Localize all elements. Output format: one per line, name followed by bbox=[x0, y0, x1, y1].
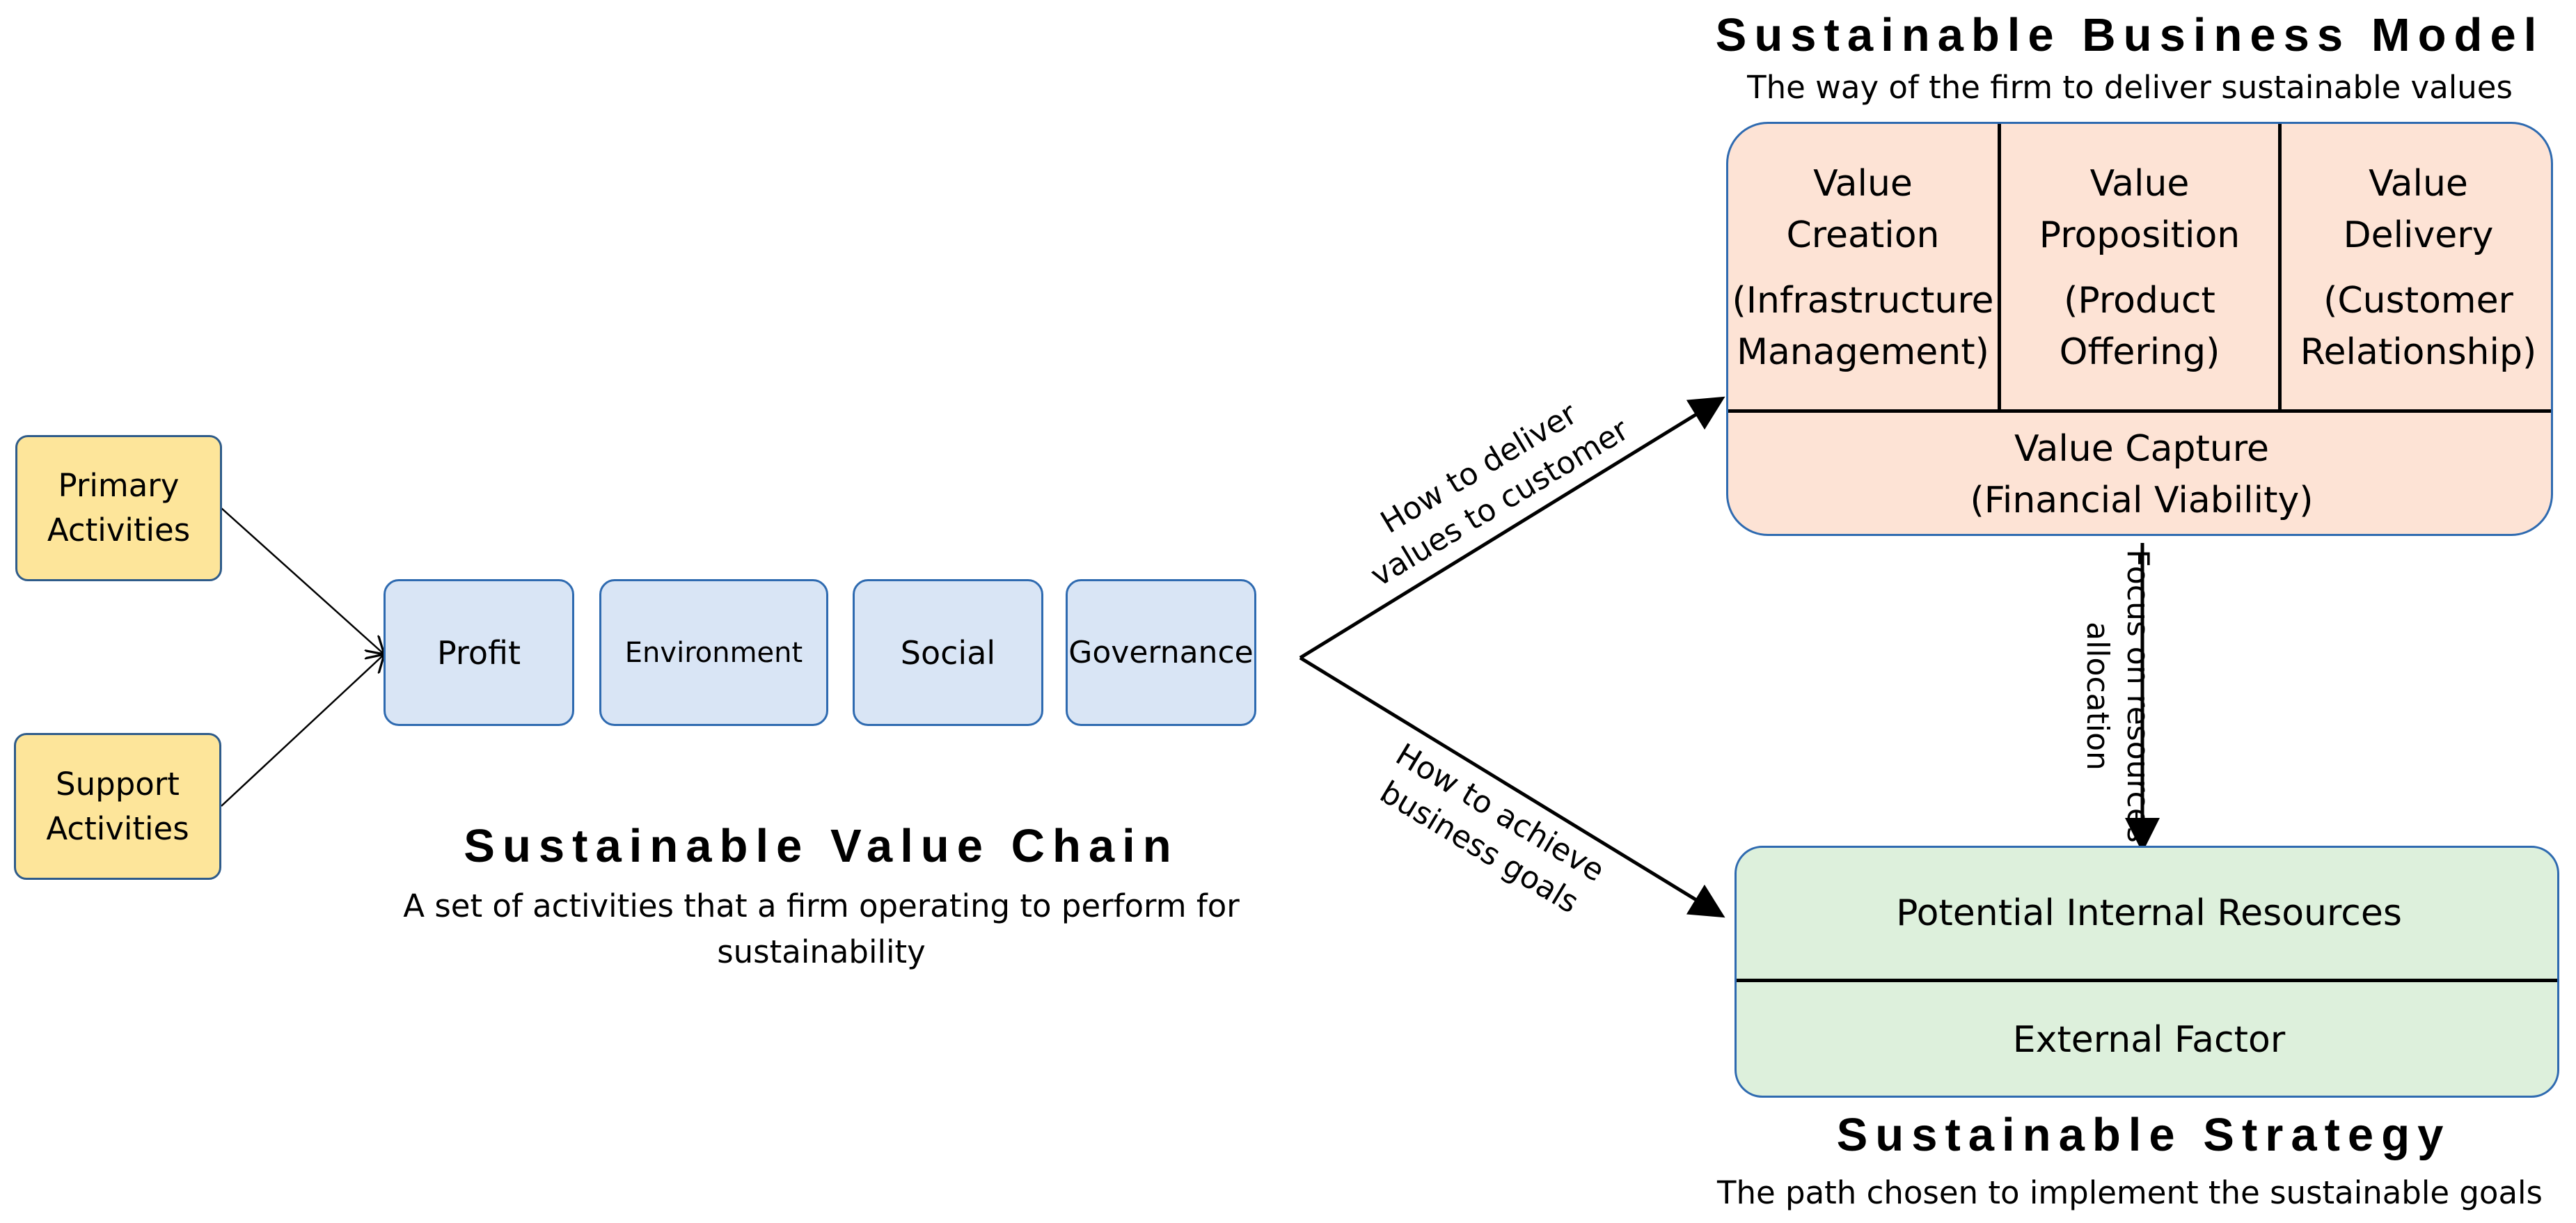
value-delivery-sub-2: Relationship) bbox=[2300, 331, 2537, 373]
internal-resources-row: Potential Internal Resources bbox=[1737, 848, 2557, 982]
value-proposition-title-1: Value bbox=[2089, 162, 2190, 205]
resource-allocation-line-1: Focus on resources bbox=[2120, 549, 2156, 843]
internal-resources-label: Potential Internal Resources bbox=[1896, 892, 2402, 934]
value-proposition-sub-2: Offering) bbox=[2059, 331, 2220, 373]
value-delivery-title-2: Delivery bbox=[2343, 214, 2494, 256]
strategy-box: Potential Internal Resources External Fa… bbox=[1735, 846, 2559, 1098]
business-model-subtitle: The way of the firm to deliver sustainab… bbox=[1747, 68, 2513, 106]
value-creation-title-1: Value bbox=[1813, 162, 1913, 205]
business-model-title: Sustainable Business Model bbox=[1715, 8, 2545, 61]
value-delivery-sub-1: (Customer bbox=[2323, 279, 2513, 322]
value-creation-sub-2: Management) bbox=[1737, 331, 1989, 373]
environment-box: Environment bbox=[599, 579, 828, 726]
business-model-box: Value Creation (Infrastructure Managemen… bbox=[1726, 122, 2553, 536]
value-creation-title-2: Creation bbox=[1786, 214, 1940, 256]
support-to-chain-arrow bbox=[221, 654, 384, 807]
value-capture-cell: Value Capture (Financial Viability) bbox=[1728, 409, 2551, 534]
governance-box: Governance bbox=[1066, 579, 1256, 726]
external-factor-label: External Factor bbox=[2012, 1019, 2286, 1061]
primary-activities-label-1: Primary bbox=[58, 467, 180, 504]
resource-allocation-label: Focus on resources allocation bbox=[2077, 543, 2158, 849]
chain-to-strategy-arrow bbox=[1299, 656, 1725, 918]
value-creation-sub-1: (Infrastructure bbox=[1732, 279, 1994, 322]
value-proposition-cell: Value Proposition (Product Offering) bbox=[2001, 124, 2282, 411]
support-activities-box: Support Activities bbox=[14, 733, 221, 880]
value-capture-title: Value Capture bbox=[2014, 427, 2270, 470]
value-proposition-sub-1: (Product bbox=[2064, 279, 2215, 322]
strategy-title: Sustainable Strategy bbox=[1836, 1108, 2451, 1161]
environment-label: Environment bbox=[624, 636, 803, 669]
value-chain-title: Sustainable Value Chain bbox=[464, 819, 1179, 872]
governance-label: Governance bbox=[1068, 635, 1254, 670]
primary-activities-box: Primary Activities bbox=[15, 435, 222, 581]
support-activities-label-1: Support bbox=[56, 765, 180, 803]
resource-allocation-line-2: allocation bbox=[2080, 622, 2115, 771]
value-capture-sub: (Financial Viability) bbox=[1970, 479, 2314, 521]
external-factor-row: External Factor bbox=[1737, 982, 2557, 1096]
profit-box: Profit bbox=[384, 579, 574, 726]
value-delivery-title-1: Value bbox=[2369, 162, 2468, 205]
support-activities-label-2: Activities bbox=[46, 810, 189, 847]
chain-to-model-arrow bbox=[1299, 396, 1725, 660]
strategy-subtitle: The path chosen to implement the sustain… bbox=[1717, 1174, 2543, 1211]
value-chain-description-1: A set of activities that a firm operatin… bbox=[403, 887, 1240, 924]
primary-activities-label-2: Activities bbox=[47, 512, 191, 549]
social-label: Social bbox=[900, 633, 996, 672]
social-box: Social bbox=[853, 579, 1043, 726]
value-proposition-title-2: Proposition bbox=[2039, 214, 2241, 256]
value-delivery-cell: Value Delivery (Customer Relationship) bbox=[2282, 124, 2551, 411]
value-chain-description-2: sustainability bbox=[717, 933, 926, 970]
value-creation-cell: Value Creation (Infrastructure Managemen… bbox=[1728, 124, 2001, 411]
profit-label: Profit bbox=[437, 633, 521, 672]
primary-to-chain-arrow bbox=[221, 507, 384, 654]
